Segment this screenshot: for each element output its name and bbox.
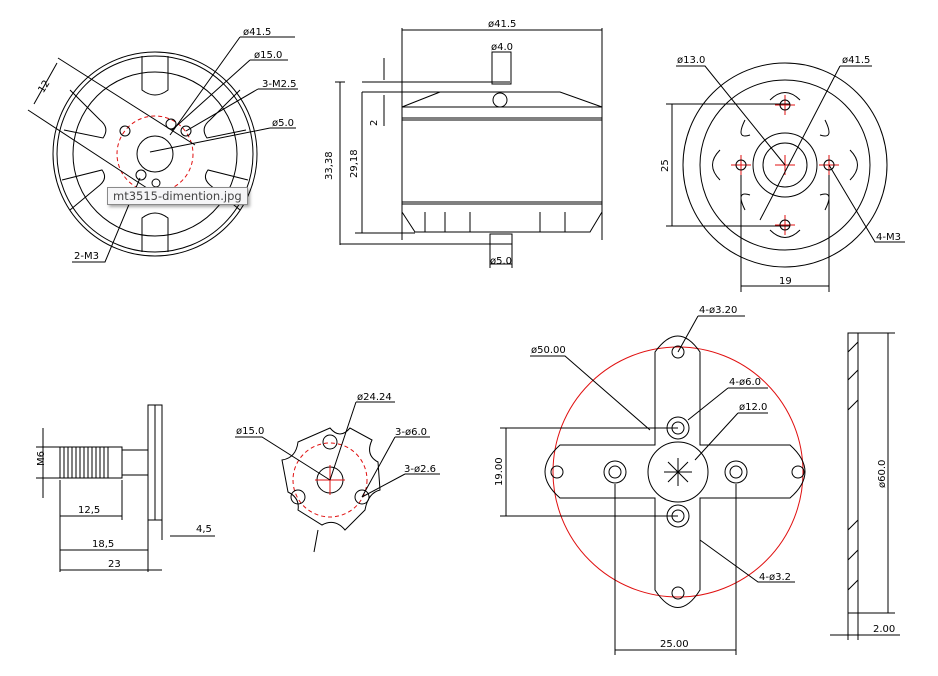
dim-mount-d-total: ø60.0	[877, 460, 888, 488]
dim-side-h-total: 33,38	[324, 151, 335, 180]
dim-side-d-outer: ø41.5	[488, 19, 516, 30]
dim-rotor-d-outer: ø41.5	[243, 27, 271, 38]
dim-base-d-center: ø13.0	[677, 55, 705, 66]
rotor-top-view: ø41.5 ø15.0 3-M2.5 ø5.0 12 2-M3	[27, 27, 298, 263]
dim-base-spacing-h: 19	[779, 276, 792, 287]
dim-mount-spacing-v: 19.00	[494, 457, 505, 486]
dim-mount-holes-tip: 4-ø3.20	[699, 305, 737, 316]
dim-mount-holes-mid: 4-ø6.0	[729, 377, 761, 388]
dim-rotor-spacing: 12	[36, 78, 52, 95]
dim-shaft-flange: 4,5	[196, 524, 212, 535]
dim-adapter-d-bolt: ø15.0	[236, 426, 264, 437]
dim-mount-thickness: 2.00	[873, 624, 895, 635]
dim-base-holes: 4-M3	[876, 232, 901, 243]
dim-rotor-holes-b: 2-M3	[74, 251, 99, 262]
dim-rotor-d-bolt: ø15.0	[254, 50, 282, 61]
dim-shaft-len-a: 18,5	[92, 539, 114, 550]
motor-side-view: ø41.5 ø4.0 2 33,38 29,18 ø5.0	[324, 19, 603, 268]
dim-shaft-len-thread: 12,5	[78, 505, 100, 516]
dim-rotor-holes-a: 3-M2.5	[262, 79, 297, 90]
dim-mount-spacing-h: 25.00	[660, 639, 689, 650]
filename-tooltip: mt3515-dimention.jpg	[107, 187, 248, 205]
dim-mount-holes-inner: 4-ø3.2	[759, 572, 791, 583]
dim-shaft-len-total: 23	[108, 559, 121, 570]
dim-adapter-holes-large: 3-ø6.0	[395, 427, 427, 438]
base-bottom-view: ø13.0 ø41.5 25 4-M3 19	[660, 55, 905, 292]
dim-base-spacing-v: 25	[660, 159, 671, 172]
dim-side-d-shaft-bottom: ø5.0	[490, 256, 512, 267]
dim-base-d-outer: ø41.5	[842, 55, 870, 66]
dim-side-step: 2	[369, 120, 380, 126]
dim-shaft-thread: M6	[36, 451, 47, 466]
dim-adapter-d-outer: ø24.24	[357, 392, 392, 403]
cross-mount-view: 4-ø3.20 ø50.00 4-ø6.0 ø12.0 19.00 4-ø3.2…	[494, 305, 900, 655]
prop-adapter-view: ø24.24 ø15.0 3-ø6.0 3-ø2.6	[235, 392, 440, 553]
dim-adapter-holes-small: 3-ø2.6	[404, 464, 436, 475]
dim-side-d-shaft-top: ø4.0	[491, 42, 513, 53]
shaft-view: M6 12,5 18,5 23 4,5	[36, 404, 215, 572]
dim-mount-d-circle: ø50.00	[531, 345, 566, 356]
dim-mount-d-center: ø12.0	[739, 402, 767, 413]
dim-rotor-d-shaft: ø5.0	[272, 118, 294, 129]
dim-side-h-body: 29,18	[349, 149, 360, 178]
